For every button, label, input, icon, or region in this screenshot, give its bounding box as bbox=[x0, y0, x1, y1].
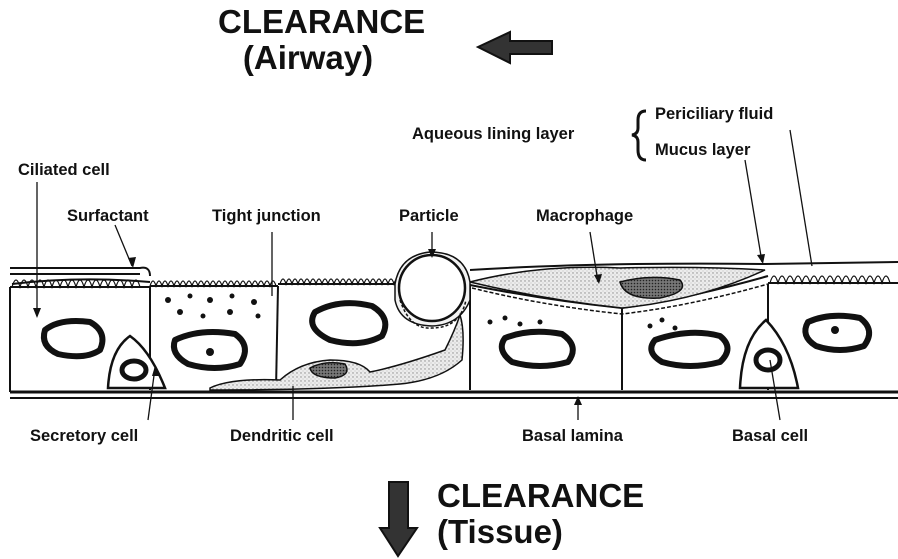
tissue-clearance-arrow-icon bbox=[380, 482, 417, 556]
label-basal-lamina: Basal lamina bbox=[522, 426, 623, 446]
label-secretory-cell: Secretory cell bbox=[30, 426, 138, 446]
label-tight-junction: Tight junction bbox=[212, 206, 321, 226]
label-mucus-layer: Mucus layer bbox=[655, 140, 750, 160]
label-dendritic-cell: Dendritic cell bbox=[230, 426, 334, 446]
macrophage-cell bbox=[470, 267, 768, 314]
airway-clearance-arrow-icon bbox=[478, 32, 552, 63]
label-periciliary-fluid: Periciliary fluid bbox=[655, 104, 773, 124]
cilia-right bbox=[770, 276, 890, 283]
label-aqueous-lining-layer: Aqueous lining layer bbox=[412, 124, 574, 144]
label-basal-cell: Basal cell bbox=[732, 426, 808, 446]
label-particle: Particle bbox=[399, 206, 459, 226]
label-ciliated-cell: Ciliated cell bbox=[18, 160, 110, 180]
lining-brace-icon bbox=[632, 111, 646, 160]
basal-lamina-line bbox=[10, 392, 898, 398]
label-macrophage: Macrophage bbox=[536, 206, 633, 226]
label-surfactant: Surfactant bbox=[67, 206, 149, 226]
